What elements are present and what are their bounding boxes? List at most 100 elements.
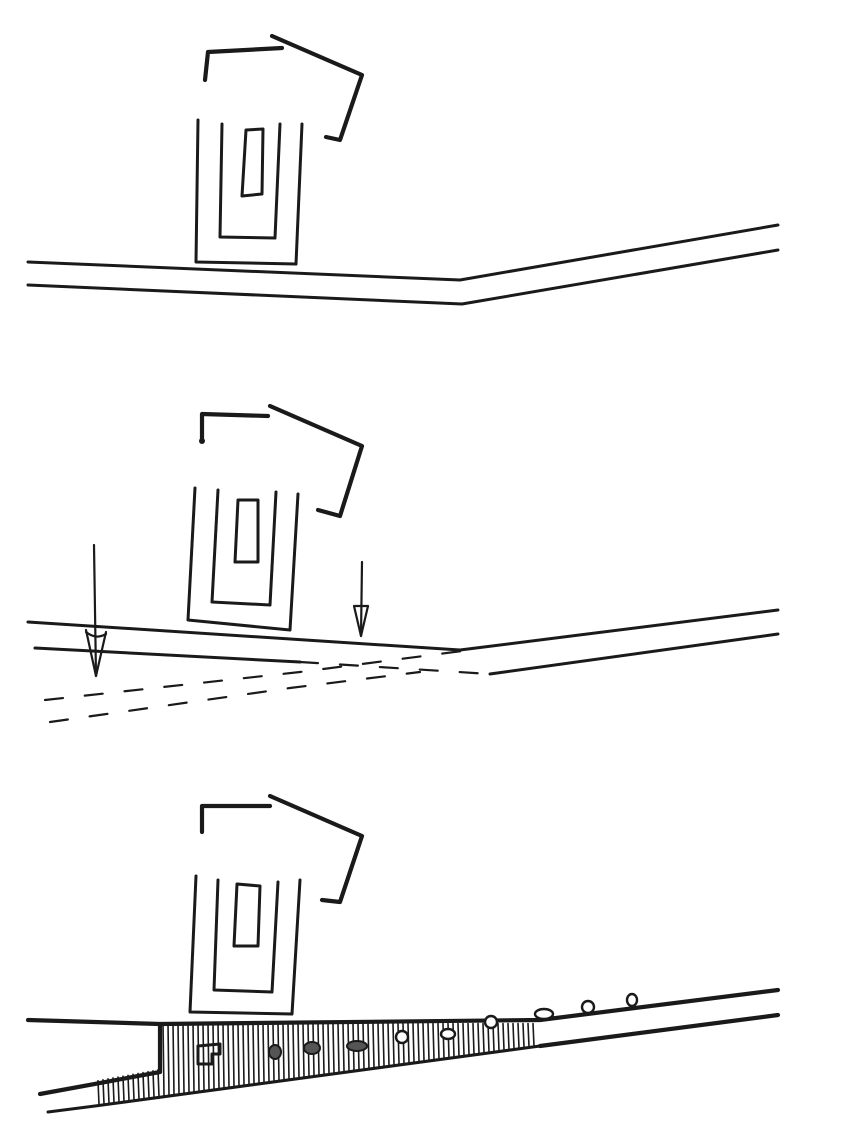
building-outline-icon <box>190 796 362 1014</box>
hatch-stroke <box>243 1024 244 1086</box>
hatch-stroke <box>108 1079 109 1103</box>
hatch-stroke <box>298 1024 299 1078</box>
hatch-stroke <box>418 1024 419 1062</box>
hatch-stroke <box>173 1024 174 1095</box>
pebble <box>485 1016 497 1028</box>
hatch-stroke <box>533 1024 534 1046</box>
hatch-stroke <box>513 1024 514 1049</box>
hatch-stroke <box>483 1024 484 1053</box>
hatch-stroke <box>118 1077 119 1102</box>
inner-wall <box>220 124 280 238</box>
ground-bottom-line-right <box>540 1015 778 1046</box>
hatch-stroke <box>458 1024 459 1057</box>
panel-3 <box>28 796 778 1112</box>
hatch-stroke <box>223 1024 224 1088</box>
hatch-stroke <box>248 1024 249 1085</box>
hatch-stroke <box>263 1024 264 1083</box>
hatch-stroke <box>283 1024 284 1080</box>
hatch-stroke <box>423 1024 424 1061</box>
pit-bottom-line <box>48 1106 95 1112</box>
roof-left-edge <box>202 806 270 832</box>
hatch-stroke <box>158 1070 159 1097</box>
roof-right-edge <box>270 406 362 516</box>
hatch-stroke <box>178 1024 179 1094</box>
pebble <box>269 1045 281 1059</box>
hatch-stroke <box>413 1024 414 1063</box>
hatch-stroke <box>463 1024 464 1056</box>
outer-wall <box>188 488 298 630</box>
hatch-stroke <box>113 1078 114 1103</box>
hatch-stroke <box>228 1024 229 1088</box>
hatch-stroke <box>258 1024 259 1084</box>
hatch-stroke <box>438 1024 439 1059</box>
hatch-stroke <box>148 1072 149 1098</box>
hatch-stroke <box>188 1024 189 1093</box>
hatch-stroke <box>138 1073 139 1099</box>
building-outline-icon <box>196 36 362 264</box>
hatch-stroke <box>323 1024 324 1075</box>
core-slot <box>234 884 260 946</box>
hatch-stroke <box>193 1024 194 1092</box>
hatch-stroke <box>128 1075 129 1100</box>
hatch-stroke <box>288 1024 289 1079</box>
roof-right-edge <box>272 36 362 140</box>
arrow-shaft <box>361 562 362 636</box>
panel-1 <box>28 36 778 304</box>
hatch-stroke <box>328 1024 329 1074</box>
panel-2 <box>28 406 778 722</box>
roof-right-edge <box>270 796 362 902</box>
hatch-stroke <box>408 1024 409 1063</box>
inner-wall <box>214 880 278 992</box>
hatch-stroke <box>478 1024 479 1054</box>
hatched-fill-layer <box>98 1024 534 1105</box>
ground-bottom-line-left <box>35 648 300 662</box>
hatch-stroke <box>143 1073 144 1099</box>
inner-wall <box>212 490 276 605</box>
hatch-stroke <box>508 1024 509 1050</box>
hatch-stroke <box>133 1074 134 1100</box>
hatch-stroke <box>338 1024 339 1073</box>
down-arrow-icon <box>86 545 106 676</box>
core-slot <box>235 500 258 562</box>
building-outline-icon <box>188 406 362 630</box>
ground-surface <box>28 225 778 304</box>
ground-top-line <box>28 225 778 280</box>
roof-left-edge <box>202 414 268 440</box>
dashed-layer-3 <box>50 672 420 722</box>
hatch-stroke <box>183 1024 184 1094</box>
roof-left-edge <box>205 48 282 80</box>
hatch-stroke <box>98 1081 99 1105</box>
hatch-stroke <box>123 1076 124 1101</box>
arrow-shaft <box>94 545 96 676</box>
pebble <box>441 1029 455 1039</box>
hatch-stroke <box>163 1024 164 1096</box>
hatch-stroke <box>388 1024 389 1066</box>
pebble <box>304 1042 320 1054</box>
down-arrow-icon <box>354 562 368 636</box>
hatch-stroke <box>203 1024 204 1091</box>
hatch-stroke <box>233 1024 234 1087</box>
hatch-stroke <box>498 1024 499 1051</box>
ground-surface <box>28 610 778 674</box>
hatch-stroke <box>333 1024 334 1073</box>
hatch-stroke <box>208 1024 209 1090</box>
hatch-stroke <box>168 1024 169 1096</box>
hatch-stroke <box>103 1080 104 1104</box>
core-slot <box>242 129 263 196</box>
hatch-stroke <box>453 1024 454 1057</box>
roof-end-dot <box>199 438 205 444</box>
hatch-stroke <box>433 1024 434 1060</box>
hatch-stroke <box>378 1024 379 1067</box>
pit-left-edge <box>40 1026 160 1094</box>
hatch-stroke <box>523 1024 524 1048</box>
pebble <box>535 1009 553 1019</box>
hatch-stroke <box>238 1024 239 1086</box>
hatch-stroke <box>428 1024 429 1061</box>
pebble <box>582 1001 594 1013</box>
hatch-stroke <box>373 1024 374 1068</box>
pebble <box>396 1031 408 1043</box>
ground-top-line <box>28 990 778 1024</box>
hatch-stroke <box>383 1024 384 1067</box>
